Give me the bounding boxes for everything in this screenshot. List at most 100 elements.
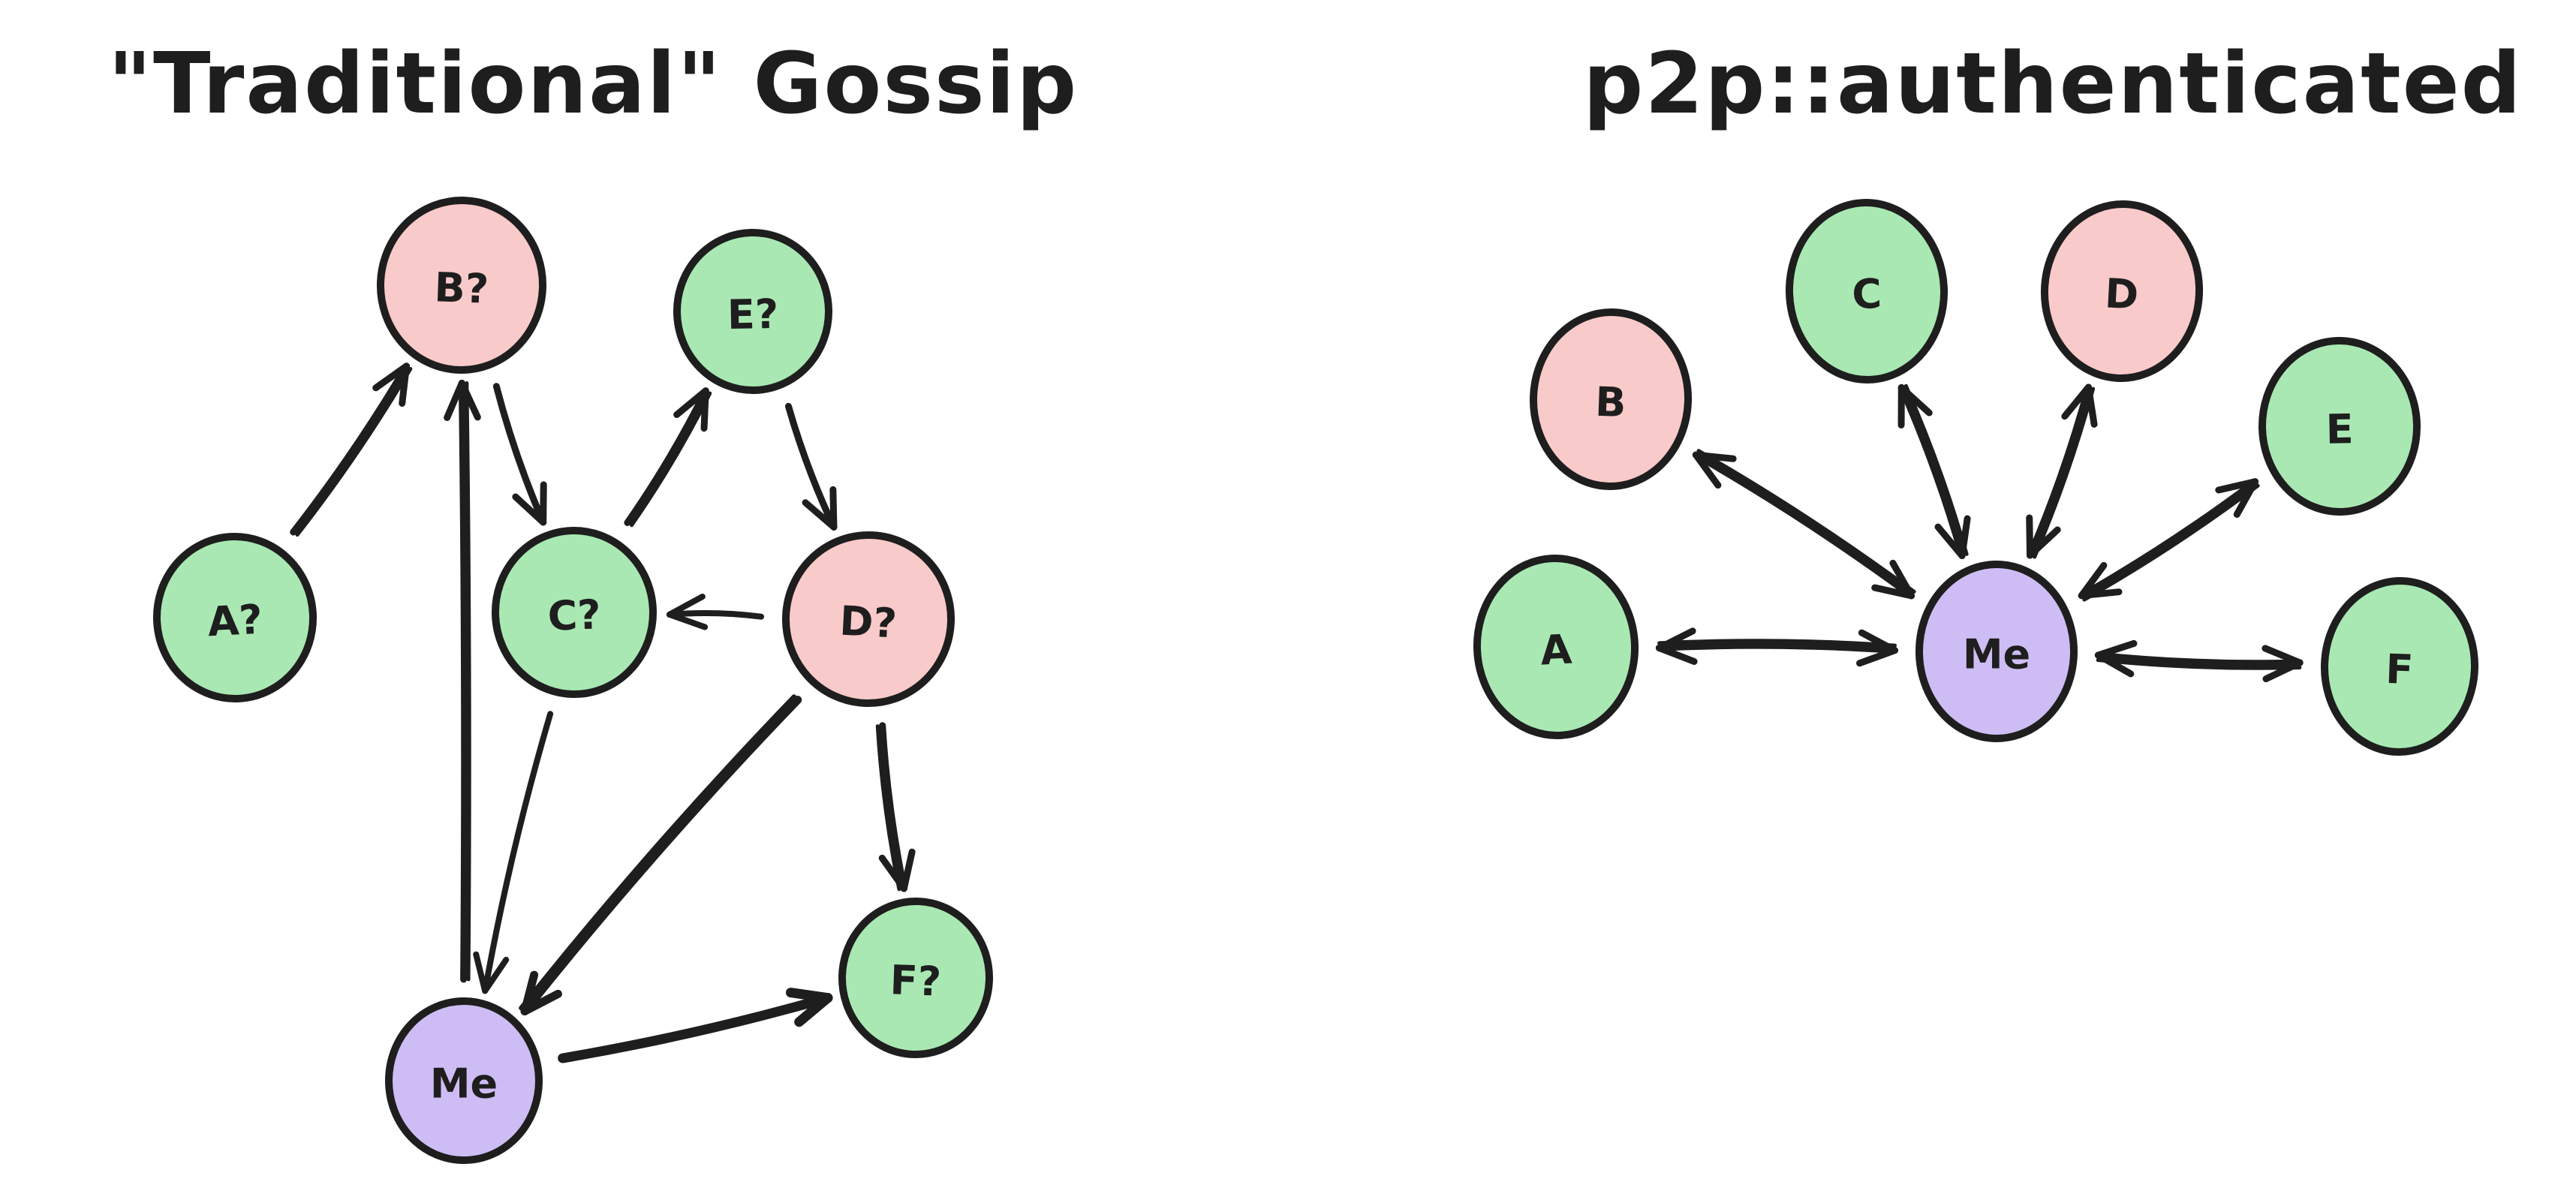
arrowhead — [512, 493, 547, 526]
edge-line — [558, 993, 833, 1063]
arrowhead — [1858, 629, 1899, 654]
node-traditional-gossip-e: E? — [673, 229, 833, 394]
node-circle — [376, 197, 547, 374]
node-circle — [838, 898, 994, 1058]
node-label: F — [2385, 645, 2414, 693]
arrowhead — [1871, 584, 1915, 600]
arrowhead — [520, 970, 539, 1015]
edge-d-me — [519, 694, 802, 1015]
edge-c-me — [473, 711, 554, 994]
arrowhead — [2233, 478, 2259, 518]
arrowhead — [482, 956, 510, 994]
edge-me-b — [1692, 449, 1916, 600]
edge-line-sketch — [1657, 639, 1897, 648]
node-traditional-gossip-d: D? — [781, 531, 955, 707]
edge-line — [666, 610, 765, 620]
node-traditional-gossip-a: A? — [152, 533, 317, 702]
edge-line — [1897, 383, 1966, 560]
node-circle — [1473, 555, 1639, 739]
edge-line — [520, 696, 802, 1015]
edge-line-sketch — [2082, 483, 2260, 602]
node-label: D? — [838, 597, 898, 648]
edge-line — [1692, 451, 1915, 600]
node-circle — [152, 533, 317, 702]
node-label: A — [1539, 625, 1573, 674]
right-diagram-title: p2p::authenticated — [1583, 35, 2523, 133]
node-circle — [2320, 577, 2479, 756]
diagram-traditional-gossip: A? B? C? D? E? F? Me — [152, 197, 994, 1164]
edge-line — [2094, 651, 2304, 667]
arrowhead — [2078, 561, 2108, 600]
arrowhead — [802, 499, 838, 531]
edge-e-d — [784, 402, 838, 531]
arrowhead — [794, 993, 833, 1027]
edge-line-sketch — [630, 391, 712, 528]
node-label: Me — [1963, 631, 2030, 678]
arrowhead — [2094, 639, 2138, 659]
node-p2p-authenticated-me: Me — [1915, 561, 2078, 742]
edge-line-sketch — [295, 367, 413, 537]
arrowhead — [2215, 478, 2259, 494]
edge-line-sketch — [519, 694, 796, 1011]
node-circle — [491, 527, 658, 698]
arrowhead — [399, 362, 410, 407]
arrowhead — [666, 611, 709, 630]
node-p2p-authenticated-d: D — [2040, 200, 2204, 382]
edge-line-sketch — [875, 724, 901, 892]
edge-line — [492, 383, 547, 526]
arrowhead — [1897, 383, 1933, 417]
arrowhead — [1958, 515, 1971, 560]
edge-me-d — [2026, 383, 2098, 559]
arrowhead — [700, 387, 709, 432]
node-p2p-authenticated-c: C — [1785, 199, 1949, 383]
left-diagram-title: "Traditional" Gossip — [108, 35, 1079, 133]
edge-c-e — [624, 387, 712, 528]
edge-line — [2078, 478, 2259, 600]
edge-me-f — [2094, 639, 2304, 683]
arrowhead — [458, 379, 481, 421]
edge-me-e — [2078, 478, 2260, 602]
arrowhead — [2262, 659, 2304, 683]
edge-line — [290, 362, 410, 536]
node-circle — [1529, 308, 1693, 490]
node-traditional-gossip-b: B? — [376, 197, 547, 374]
node-p2p-authenticated-a: A — [1473, 555, 1639, 739]
arrowhead — [2061, 383, 2092, 420]
edge-line — [458, 379, 468, 983]
arrowhead — [372, 362, 410, 392]
node-p2p-authenticated-e: E — [2258, 337, 2421, 516]
arrowhead — [444, 379, 465, 421]
node-p2p-authenticated-f: F — [2320, 577, 2479, 756]
edge-b-c — [492, 383, 547, 526]
node-label: C — [1851, 270, 1882, 318]
arrowhead — [2094, 651, 2135, 678]
edge-line — [482, 711, 554, 994]
arrowhead — [2084, 383, 2098, 428]
arrowhead — [540, 481, 547, 526]
edge-d-c — [666, 594, 765, 630]
edge-me-c — [1897, 383, 1971, 560]
edge-line-sketch — [2096, 658, 2302, 670]
arrowhead — [1692, 451, 1722, 489]
edge-line-sketch — [1903, 383, 1969, 556]
edge-me-f — [558, 988, 833, 1063]
arrowhead — [666, 594, 706, 618]
arrowhead — [1856, 647, 1899, 667]
node-traditional-gossip-me: Me — [385, 997, 543, 1164]
arrowhead — [2078, 588, 2123, 600]
edge-line — [784, 402, 838, 531]
arrowhead — [1655, 627, 1696, 651]
node-circle — [1915, 561, 2078, 742]
arrowhead — [473, 951, 489, 994]
node-circle — [673, 229, 833, 394]
edge-line — [624, 387, 709, 526]
edge-line — [2027, 383, 2092, 559]
arrowhead — [2027, 526, 2061, 559]
arrowhead — [900, 848, 916, 892]
edge-a-b — [290, 362, 413, 537]
edge-line-sketch — [465, 381, 471, 982]
node-label: F? — [889, 956, 942, 1005]
edge-me-b — [444, 379, 481, 983]
node-label: C? — [547, 591, 602, 639]
